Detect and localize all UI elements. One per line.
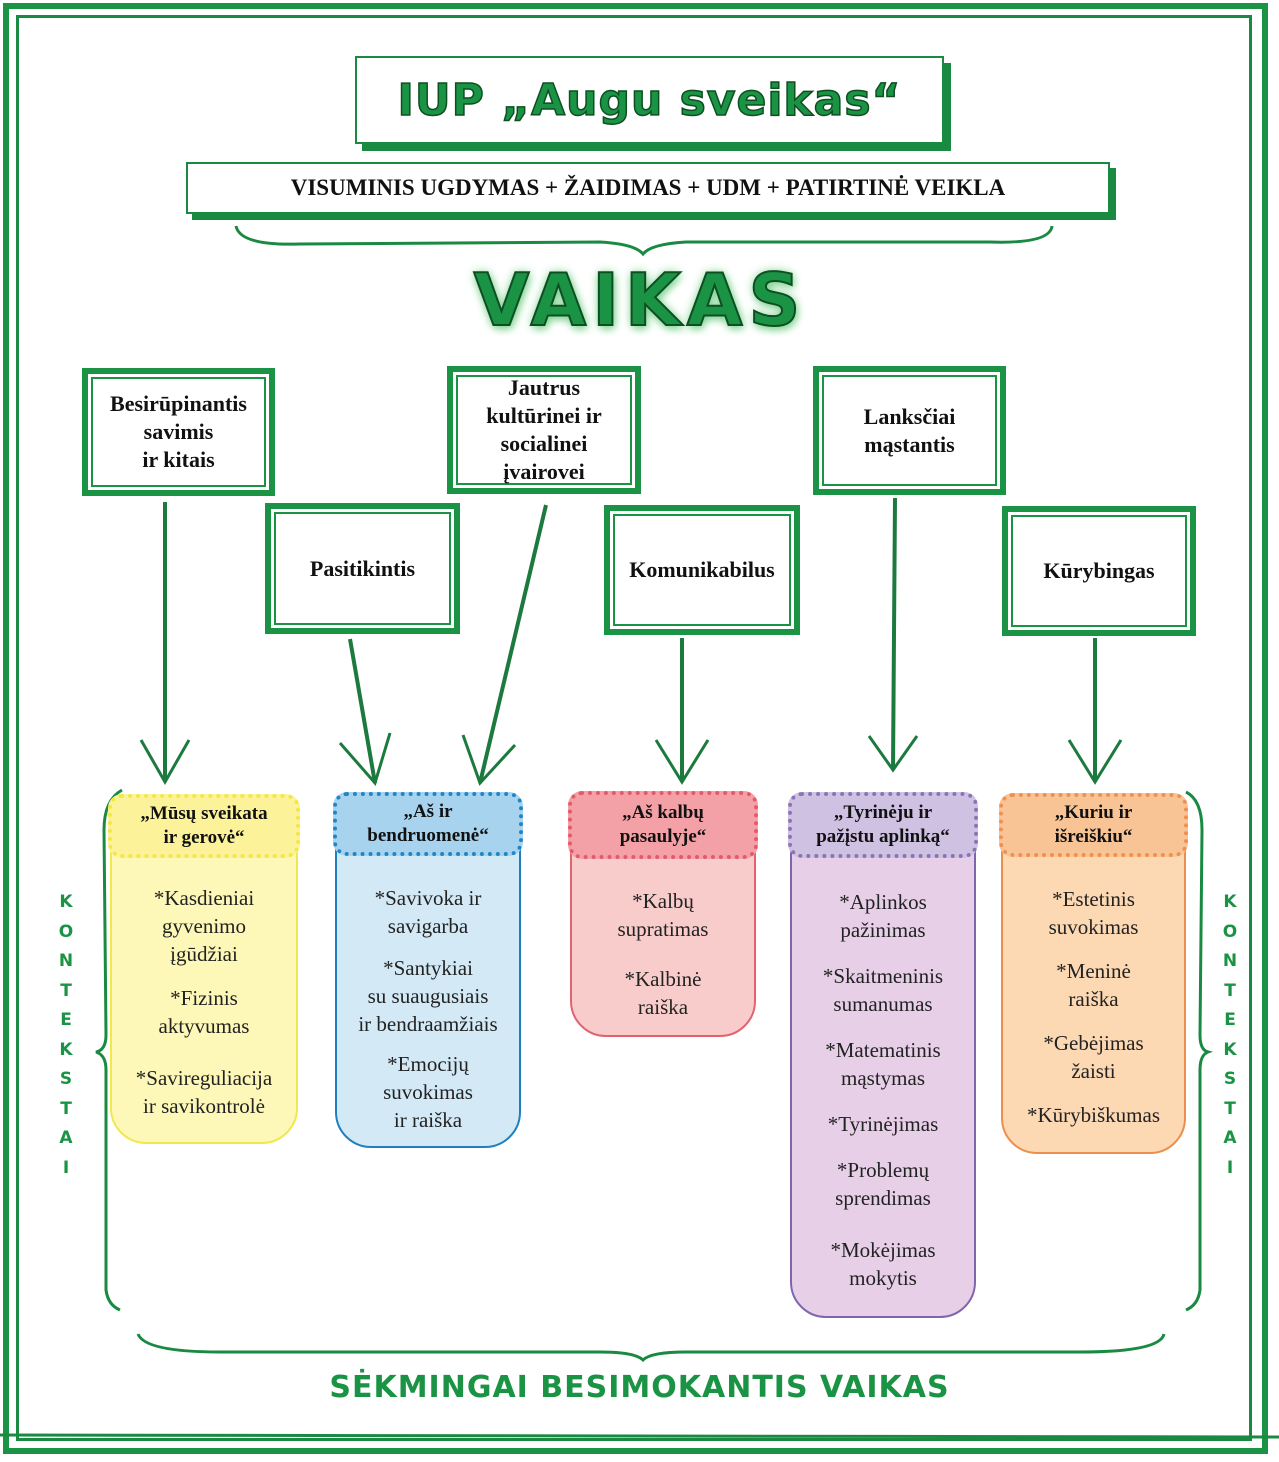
bottom-rule	[0, 1433, 1279, 1439]
quality-label: Kūrybingas	[1043, 558, 1155, 583]
center-label: VAIKAS	[473, 257, 807, 343]
side-label-letter: K	[1223, 892, 1237, 912]
right-brace	[1185, 790, 1214, 1312]
subtitle-box: VISUMINIS UGDYMAS + ŽAIDIMAS + UDM + PAT…	[186, 162, 1110, 214]
side-label-letter: T	[60, 980, 72, 1001]
arrow-head-jautrus	[461, 734, 517, 786]
side-label-letter: E	[1224, 1010, 1236, 1030]
side-label-letter: O	[58, 921, 74, 942]
side-label-letter: T	[1224, 1098, 1236, 1119]
side-label-letter: K	[59, 892, 73, 912]
quality-kurybingas: Kūrybingas	[1002, 506, 1196, 636]
arrow-jautrus	[478, 504, 548, 784]
area-item: *Kūrybiškumas	[1027, 1103, 1160, 1127]
side-label-letter: T	[1224, 980, 1236, 1001]
inner-frame	[16, 15, 1252, 1441]
side-label-letter: S	[59, 1069, 73, 1089]
arrow-head-pasitikintis	[338, 732, 392, 787]
arrow-head-komunikabilus	[654, 739, 710, 785]
title-box: IUP „Augu sveikas“	[355, 56, 944, 144]
left-brace	[95, 788, 123, 1312]
quality-pasitikintis: Pasitikintis	[265, 503, 460, 634]
side-label-letter: K	[59, 1039, 73, 1060]
side-label-letter: A	[1223, 1128, 1237, 1148]
side-label-letter: E	[60, 1010, 72, 1030]
arrow-lanksciai	[891, 497, 897, 771]
arrow-pasitikintis	[348, 638, 377, 784]
page-title: IUP „Augu sveikas“	[397, 74, 902, 127]
quality-label: Komunikabilus	[629, 557, 775, 582]
outer-frame	[3, 3, 1268, 1454]
side-label-letter: I	[62, 1157, 70, 1178]
arrow-head-besirupinantis	[139, 739, 191, 786]
subtitle: VISUMINIS UGDYMAS + ŽAIDIMAS + UDM + PAT…	[290, 175, 1006, 200]
side-label-letter: N	[1222, 951, 1238, 971]
side-label-letter: A	[59, 1128, 73, 1148]
area-item: *Tyrinėjimas	[827, 1112, 939, 1136]
bottom-brace	[136, 1333, 1166, 1363]
side-label-letter: K	[1223, 1039, 1237, 1060]
quality-label: Pasitikintis	[309, 555, 416, 581]
side-label-letter: T	[60, 1098, 72, 1119]
side-label-letter: O	[1222, 921, 1238, 942]
arrow-head-kurybingas	[1067, 739, 1123, 785]
side-label-letter: N	[58, 951, 74, 971]
top-brace	[234, 225, 1054, 257]
side-label-letter: S	[1223, 1069, 1237, 1089]
quality-komunikabilus: Komunikabilus	[604, 505, 800, 635]
side-label-letter: I	[1226, 1157, 1234, 1178]
bottom-title: SĖKMINGAI BESIMOKANTIS VAIKAS	[329, 1370, 950, 1405]
arrow-head-lanksciai	[867, 735, 919, 773]
